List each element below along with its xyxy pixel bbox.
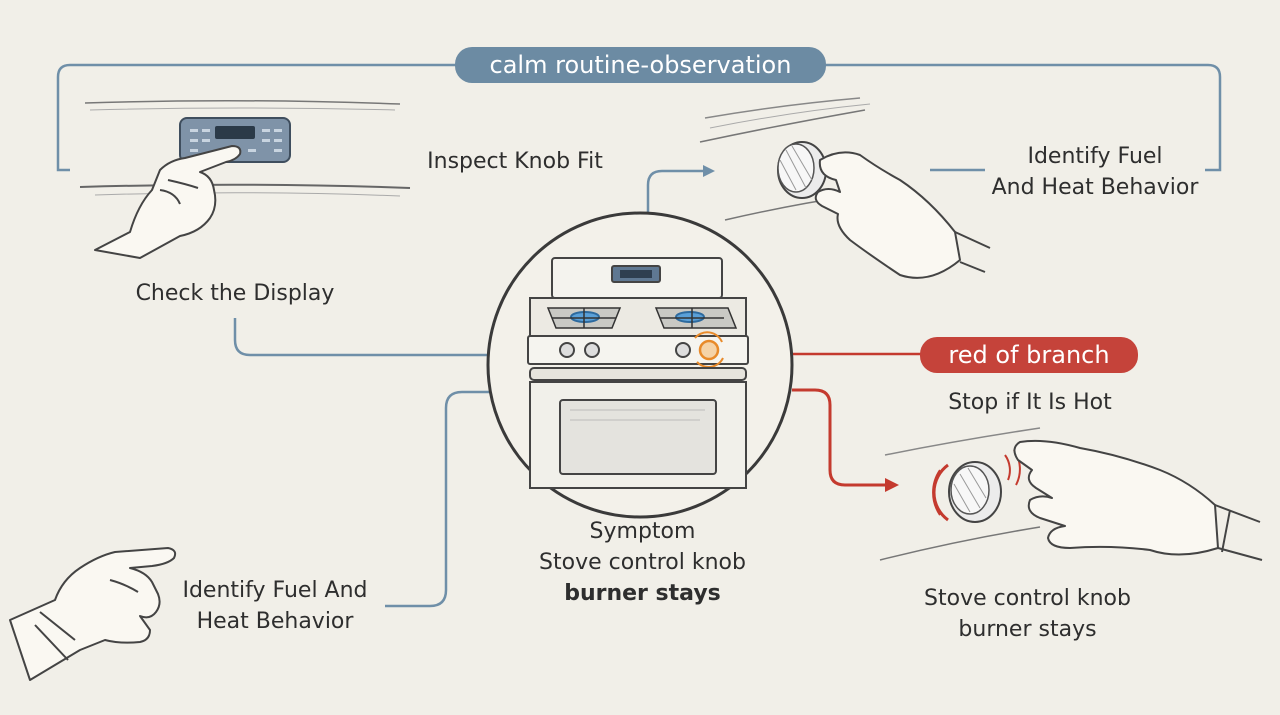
reaching-hand-icon [9, 547, 177, 681]
pointing-hand-icon [94, 145, 242, 259]
red-branch-pill: red of branch [920, 337, 1138, 373]
identify-fuel-top-line2: And Heat Behavior [991, 175, 1199, 200]
calm-bracket-line-right [826, 63, 1222, 172]
symptom-caption: Symptom Stove control knob burner stays [510, 516, 775, 609]
hot-knob-hand-icon [879, 427, 1263, 561]
red-outcome-caption: Stove control knob burner stays [900, 583, 1155, 645]
identify-fuel-bottom-line2: Heat Behavior [196, 609, 354, 634]
connector-check-display [233, 318, 492, 357]
check-display-label: Check the Display [135, 281, 335, 306]
knob-turning-hand-icon [699, 97, 991, 279]
identify-fuel-bottom-line1: Identify Fuel And [182, 578, 368, 603]
connector-identify-fuel-bottom [385, 390, 492, 608]
control-panel-icon [79, 99, 411, 197]
calm-branch-pill: calm routine-observation [455, 47, 826, 83]
red-outcome-line1: Stove control knob [924, 586, 1131, 611]
identify-fuel-top-line1: Identify Fuel [1027, 144, 1163, 169]
identify-fuel-top-label: Identify Fuel And Heat Behavior [975, 141, 1215, 203]
symptom-heading: Symptom [589, 519, 696, 544]
inspect-knob-label: Inspect Knob Fit [427, 149, 603, 174]
calm-bracket-line [56, 63, 455, 172]
symptom-line1: Stove control knob [539, 550, 746, 575]
connector-inspect-knob [646, 165, 715, 215]
red-arrow-to-hot-knob [792, 388, 899, 492]
symptom-line2: burner stays [564, 581, 721, 606]
stop-if-hot-label: Stop if It Is Hot [948, 390, 1112, 415]
red-outcome-line2: burner stays [958, 617, 1097, 642]
stove-icon [527, 257, 749, 489]
identify-fuel-bottom-label: Identify Fuel And Heat Behavior [160, 575, 390, 637]
